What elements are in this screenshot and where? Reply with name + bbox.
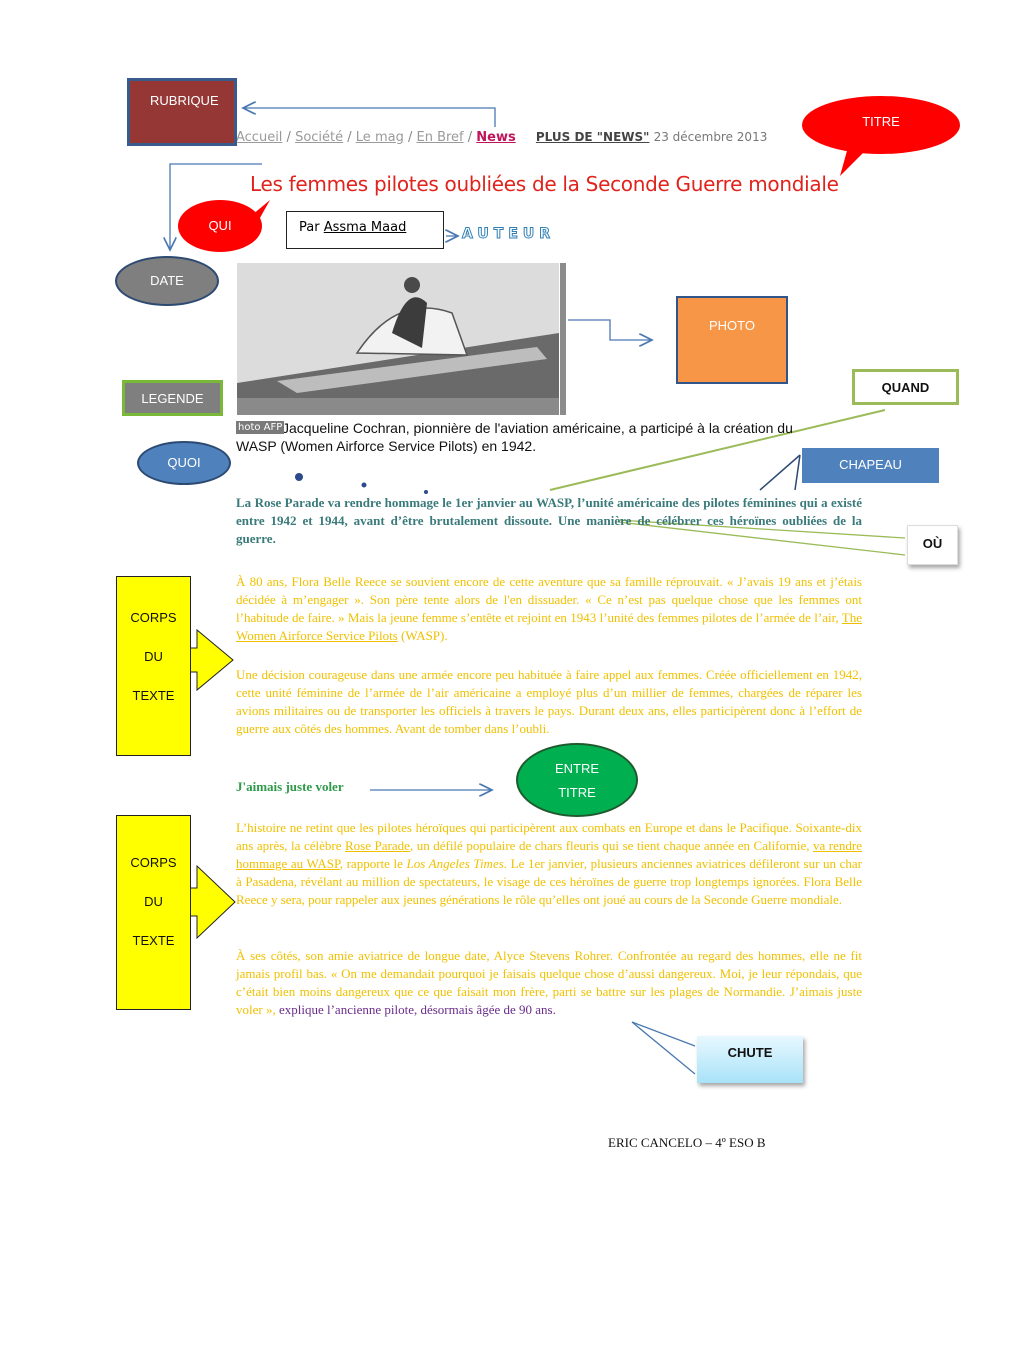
p3-text-a: L’histoire ne retint que les pilotes hér… (236, 820, 862, 853)
rubrique-arrow (243, 108, 496, 127)
corps-arrow-1 (189, 628, 234, 692)
quoi-dot-2 (361, 482, 367, 488)
rose-parade-link[interactable]: Rose Parade (345, 838, 410, 853)
chute-line-2 (631, 1021, 696, 1075)
label-titre: TITRE (802, 96, 960, 154)
label-corps-du-texte-2: CORPS DU TEXTE (116, 815, 191, 1010)
du-word: DU (144, 894, 163, 909)
chapeau-line-1 (759, 454, 801, 491)
body-paragraph-4: À ses côtés, son amie aviatrice de longu… (236, 947, 862, 1019)
article-subhead: J'aimais juste voler (236, 779, 344, 794)
quoi-dot-3 (424, 490, 428, 494)
breadcrumb-le-mag[interactable]: Le mag (355, 130, 404, 145)
p1-text-b: (WASP). (397, 628, 448, 643)
label-auteur: AUTEUR (461, 226, 556, 243)
corps-word: CORPS (130, 855, 177, 870)
ou-line-2 (617, 521, 906, 556)
date-arrow (170, 163, 262, 250)
aircraft-image (237, 263, 559, 415)
du-word: DU (144, 649, 163, 664)
label-entre-titre: ENTRE TITRE (516, 743, 638, 817)
article-photo (237, 263, 559, 415)
author-prefix: Par (299, 220, 320, 235)
wasp-link[interactable]: The Women Airforce Service Pilots (236, 610, 862, 643)
label-corps-du-texte-1: CORPS DU TEXTE (116, 576, 191, 756)
label-quand: QUAND (852, 369, 959, 405)
quand-line (549, 409, 886, 491)
quoi-dot-1 (295, 473, 303, 481)
p4-chute-text: explique l’ancienne pilote, désormais âg… (278, 1002, 556, 1017)
texte-word: TEXTE (132, 933, 175, 948)
breadcrumb-en-bref[interactable]: En Bref (416, 130, 464, 145)
photo-caption: Jacqueline Cochran, pionnière de l'aviat… (236, 420, 793, 454)
author-box: Par Assma Maad (286, 211, 444, 249)
corps-arrow-2 (189, 864, 236, 940)
body-paragraph-2: Une décision courageuse dans une armée e… (236, 667, 862, 736)
label-qui: QUI (178, 200, 262, 252)
hommage-link[interactable]: va rendre hommage au WASP (236, 838, 862, 871)
author-name[interactable]: Assma Maad (323, 220, 407, 235)
label-photo: PHOTO (676, 296, 788, 384)
chapeau-line-2 (794, 454, 801, 491)
signature: ERIC CANCELO – 4º ESO B (608, 1135, 766, 1150)
corps-word: CORPS (130, 610, 177, 625)
label-chapeau: CHAPEAU (802, 448, 939, 483)
body-paragraph-3: L’histoire ne retint que les pilotes hér… (236, 819, 862, 909)
body-paragraph-1: À 80 ans, Flora Belle Reece se souvient … (236, 573, 862, 645)
breadcrumb-accueil[interactable]: Accueil (236, 130, 283, 145)
titre-word: TITRE (558, 785, 596, 800)
label-quoi: QUOI (137, 441, 231, 485)
photo-edge (560, 263, 566, 415)
breadcrumb: Accueil / Société / Le mag / En Bref / N… (236, 130, 768, 145)
p1-text-a: À 80 ans, Flora Belle Reece se souvient … (236, 574, 862, 625)
label-ou: OÙ (907, 525, 958, 565)
label-rubrique: RUBRIQUE (127, 78, 237, 146)
chute-line-1 (631, 1021, 696, 1047)
label-legende: LEGENDE (122, 380, 223, 416)
breadcrumb-news[interactable]: News (476, 130, 516, 145)
photo-credit: hoto AFP (236, 421, 285, 434)
ou-line-1 (617, 519, 906, 539)
label-chute: CHUTE (697, 1036, 803, 1083)
entre-word: ENTRE (554, 761, 600, 776)
label-date: DATE (115, 256, 219, 306)
p3-italic: Los Angeles Times (406, 856, 504, 871)
texte-word: TEXTE (132, 688, 175, 703)
p4-text-a: À ses côtés, son amie aviatrice de longu… (236, 948, 862, 1017)
p3-text-d: . Le 1er janvier, plusieurs anciennes av… (236, 856, 862, 907)
article-chapeau: La Rose Parade va rendre hommage le 1er … (236, 495, 862, 546)
article-date: 23 décembre 2013 (653, 130, 768, 144)
photo-arrow (568, 319, 652, 340)
p3-text-c: , rapporte le (339, 856, 407, 871)
breadcrumb-societe[interactable]: Société (295, 130, 344, 145)
more-news-link[interactable]: PLUS DE "NEWS" (535, 130, 650, 144)
p3-text-b: , un défilé populaire de chars fleuris q… (409, 838, 813, 853)
article-title: Les femmes pilotes oubliées de la Second… (250, 172, 839, 196)
